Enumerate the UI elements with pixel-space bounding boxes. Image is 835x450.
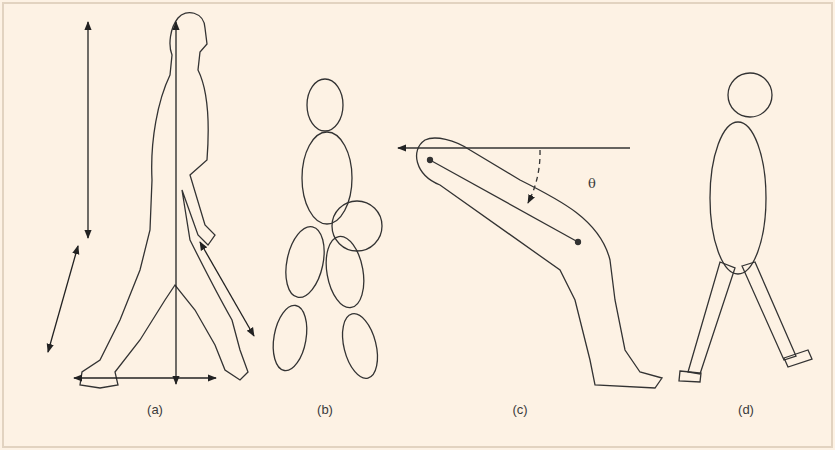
angle-symbol: θ — [588, 176, 596, 192]
thigh-angle-model — [398, 138, 662, 388]
walker-silhouette — [80, 13, 248, 388]
panel-label: (c) — [512, 402, 527, 418]
stick-figure — [679, 73, 812, 382]
panel-label: (d) — [738, 402, 754, 418]
ellipse-body-model — [269, 79, 384, 382]
frame — [3, 3, 832, 447]
panel-label: (b) — [317, 402, 333, 418]
panel-label: (a) — [147, 402, 163, 418]
measure-arrows — [48, 22, 254, 384]
